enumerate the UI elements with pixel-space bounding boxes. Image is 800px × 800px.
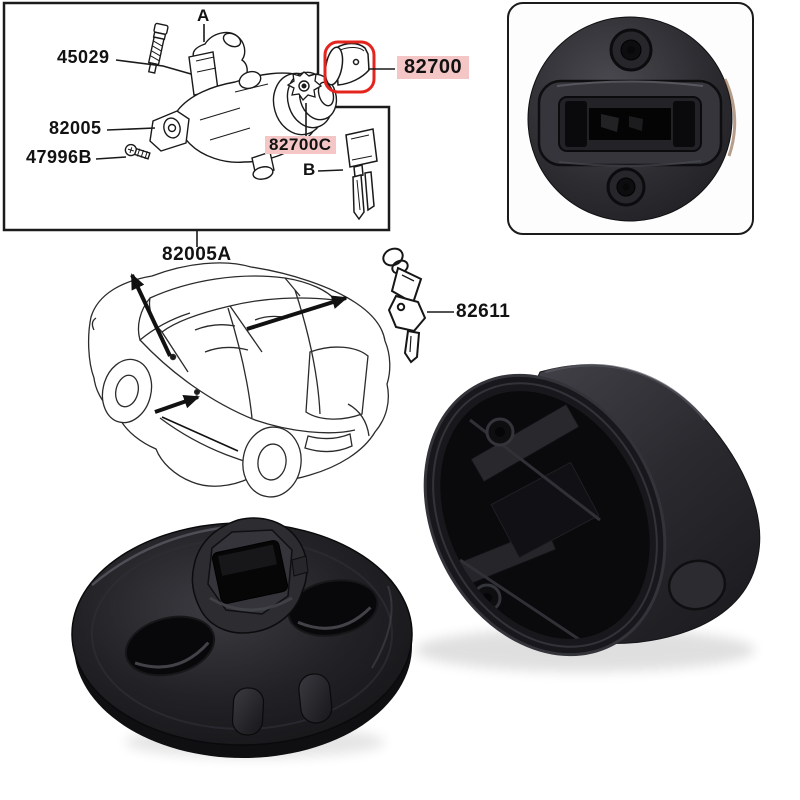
label-82005a: 82005A (162, 244, 232, 265)
label-b: B (303, 160, 316, 179)
knob-rear-view-photo (507, 2, 754, 235)
clip-82700c-drawing (286, 71, 323, 102)
screw-47996b-drawing (124, 143, 151, 160)
label-a: A (197, 6, 210, 25)
label-82611: 82611 (456, 301, 511, 322)
label-82700-highlighted: 82700 (397, 56, 470, 79)
knob-82700-drawing (324, 42, 370, 86)
parts-diagram-box (2, 1, 391, 232)
knob-rear-view-art (527, 16, 737, 222)
label-45029: 45029 (57, 47, 110, 67)
leader-lines (95, 24, 454, 313)
key-blank-b-drawing (345, 128, 378, 221)
label-47996b: 47996B (26, 147, 93, 167)
car-drawing (87, 262, 391, 498)
knob-side-cavity-photo (415, 363, 761, 672)
switch-82005-drawing (149, 110, 190, 152)
knob-underside-photo (71, 517, 413, 758)
label-82005: 82005 (49, 118, 102, 138)
direction-arrows (130, 273, 348, 452)
exploded-assembly-drawing (124, 22, 378, 221)
bolt-45029-drawing (147, 22, 169, 74)
key-82611-drawing (382, 247, 427, 364)
label-82700c-highlighted: 82700C (265, 136, 336, 154)
red-callout-box (323, 40, 376, 94)
